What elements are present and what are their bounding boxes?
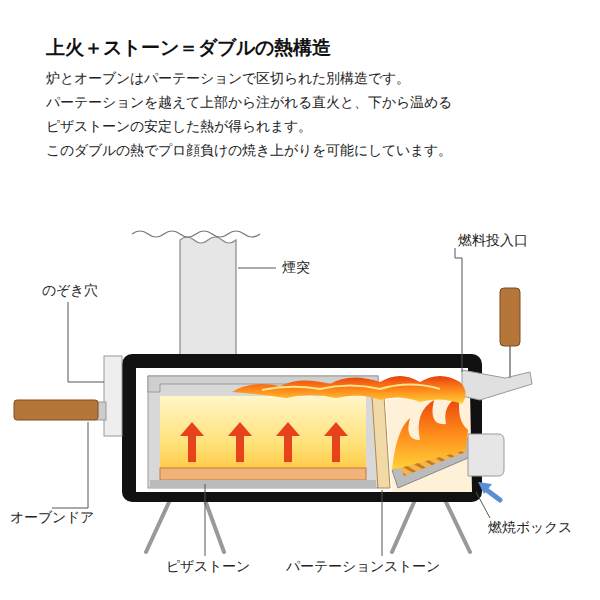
body-text: パーテーションを越えて上部から注がれる直火と、下から温める — [46, 94, 452, 110]
part-label: 燃焼ボックス — [486, 519, 574, 536]
body-text: このダブルの熱でプロ顔負けの焼き上がりを可能にしています。 — [46, 142, 452, 158]
heading: 上火＋ストーン＝ダブルの熱構造 — [46, 36, 331, 59]
part-label: ピザストーン — [164, 558, 252, 575]
body-text: 炉とオーブンはパーテーションで区切られた別構造です。 — [46, 70, 410, 86]
part-label: オーブンドア — [8, 509, 96, 526]
part-label: 燃料投入口 — [456, 232, 530, 249]
part-label: のぞき穴 — [40, 282, 100, 299]
body-text: ピザストーンの安定した熱が得られます。 — [46, 118, 312, 134]
part-label: パーテーションストーン — [284, 558, 442, 575]
part-label: 煙突 — [280, 259, 312, 276]
